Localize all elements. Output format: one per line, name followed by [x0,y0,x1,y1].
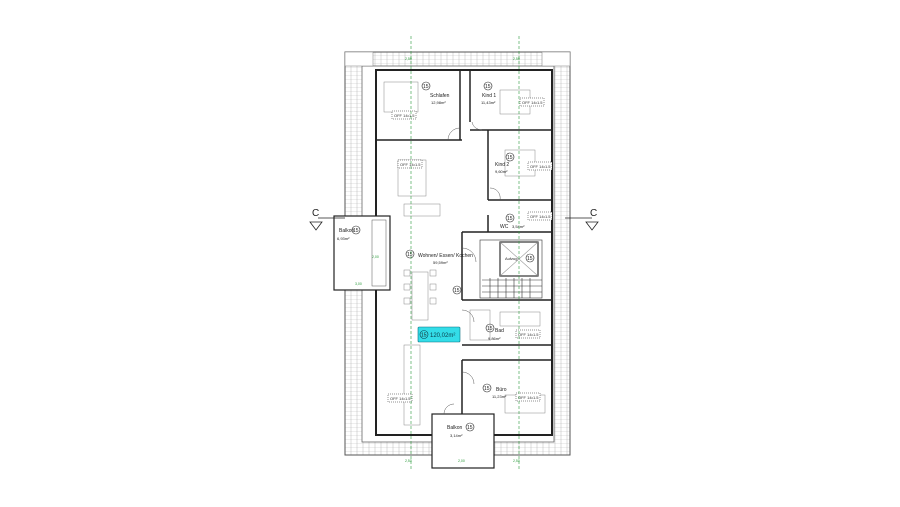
balkon-south-area: 3,14m² [450,433,463,438]
aufzug-marker: 15 [527,256,533,262]
wc-tag: OFF 14•1.5 [530,214,551,219]
schlafen-name: Schlafen [430,93,450,99]
room-schlafen: 15 Schlafen 12,98m² OFF 14•1.5 [391,81,450,120]
schlafen-marker: 15 [423,84,429,90]
wohnen-area: 59,59m² [433,260,448,265]
kind1-area: 11,43m² [481,100,496,105]
kind1-name: Kind 1 [482,93,496,99]
section-right-label: C [590,208,597,219]
kind2-tag: OFF 14•1.5 [530,164,551,169]
axis-lines [410,36,520,470]
kind1-marker: 15 [485,84,491,90]
wohnen-marker: 15 [407,252,413,258]
schlafen-area: 12,98m² [431,100,446,105]
interior-walls [376,70,552,435]
wc-marker: 15 [507,216,513,222]
wohnen-tag: OFF 14•1.5 [400,162,421,167]
wc-area: 3,54m² [512,224,525,229]
balkon-west-marker: 15 [353,228,359,234]
total-area-marker: 15 [421,333,427,339]
kind2-marker: 15 [507,155,513,161]
wohnen-name: Wohnen/ Essen/ Kochen [418,253,473,259]
aufzug-name: Aufzug [505,256,517,261]
flur-marker: 15 [454,288,460,294]
kueche-tag: OFF 14•1.5 [390,396,411,401]
kind1-tag: OFF 14•1.5 [522,100,543,105]
balkon-south-marker: 15 [467,425,473,431]
room-kind1: 15 Kind 1 11,43m² OFF 14•1.5 [481,81,545,107]
buero-marker: 15 [484,386,490,392]
section-marker-left: C [309,208,345,231]
buero-tag: OFF 14•1.5 [518,395,539,400]
balkon-south: Balkon 3,14m² 15 2,00 [431,413,495,469]
bad-name: Bad [495,328,504,334]
buero-area: 11,23m² [492,394,507,399]
bad-tag: OFF 14•1.5 [518,332,539,337]
axis-dim-top-right: 2,50 [513,57,520,61]
door-swings [443,121,501,415]
axis-dim-top-left: 2,50 [405,57,412,61]
balkon-west-area: 6,93m² [337,236,350,241]
balkon-west-side-dim: 2,00 [372,255,379,259]
balkon-south-dim: 2,00 [458,459,465,463]
kind2-area: 9,60m² [495,169,508,174]
section-left-label: C [312,208,319,219]
total-area-value: 120,02m² [430,333,455,339]
total-area-badge: 15 120,02m² [417,326,461,343]
kind2-name: Kind 2 [495,162,509,168]
bad-area: 9,86m² [488,336,501,341]
balkon-west: Balkon 6,93m² 15 3,00 [333,215,391,291]
wc-name: WC [500,224,509,230]
buero-name: Büro [496,387,507,393]
axis-dims: 2,50 2,50 2,50 2,50 2,00 [372,57,520,463]
balkon-west-name: Balkon [339,228,355,234]
axis-dim-bottom-right: 2,50 [513,459,520,463]
room-wc: 15 WC 3,54m² OFF 14•1.5 [500,211,553,230]
balkon-west-dim: 3,00 [355,282,362,286]
aufzug: Aufzug 15 [505,253,535,263]
section-marker-right: C [565,208,599,231]
schlafen-tag: OFF 14•1.5 [394,113,415,118]
room-bad: 15 Bad 9,86m² OFF 14•1.5 [485,323,541,341]
room-wohnen: 15 Wohnen/ Essen/ Kochen 59,59m² OFF 14•… [397,159,473,295]
bad-marker: 15 [487,326,493,332]
axis-dim-bottom-left: 2,50 [405,459,412,463]
room-kind2: 15 Kind 2 9,60m² OFF 14•1.5 [495,152,553,174]
balkon-south-name: Balkon [447,425,463,431]
roof-outline [344,51,571,456]
room-buero: 15 Büro 11,23m² OFF 14•1.5 OFF 14•1.5 [387,383,541,403]
